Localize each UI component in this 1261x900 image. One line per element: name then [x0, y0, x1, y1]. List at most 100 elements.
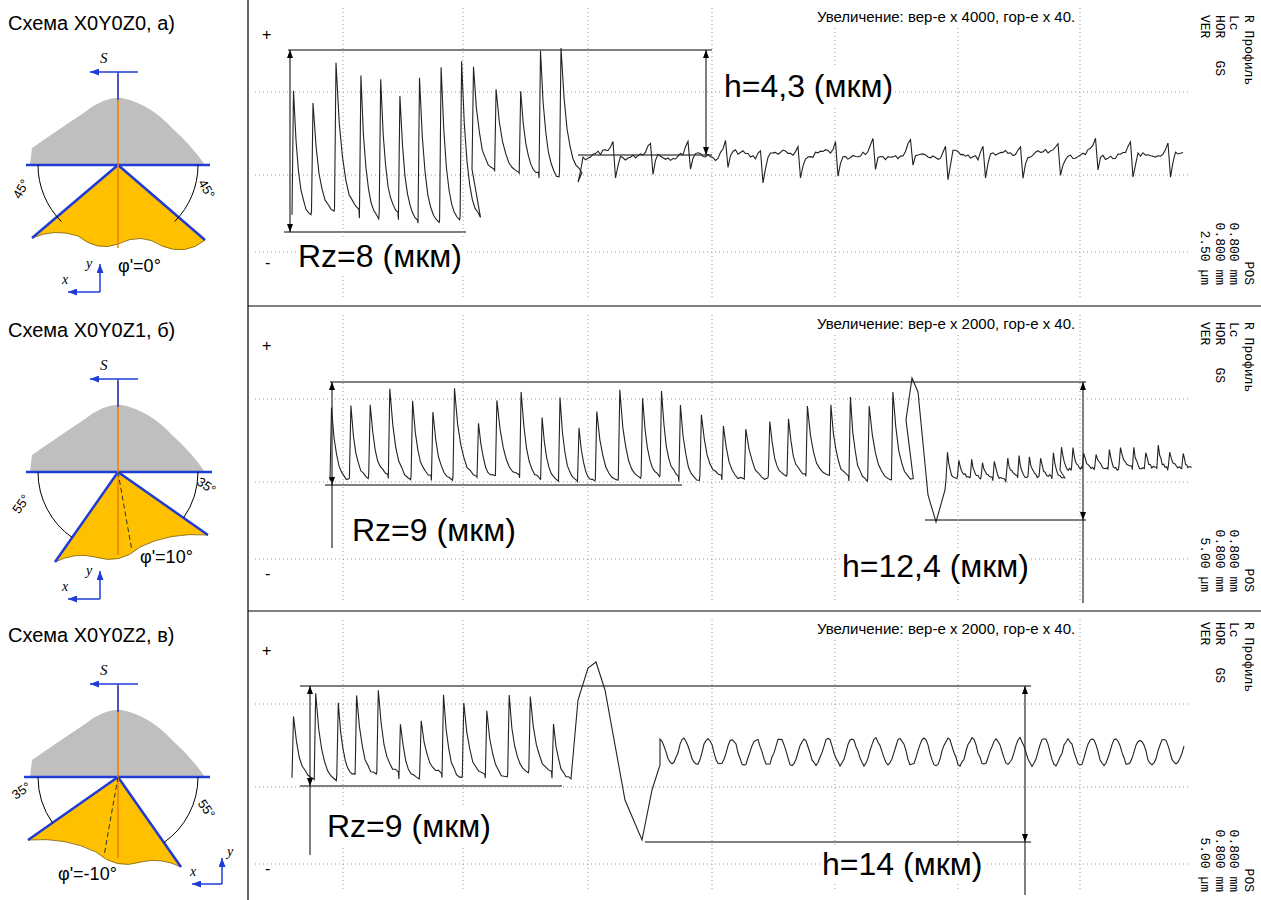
drawing-part	[26, 471, 212, 474]
settings-group: HORGS	[1212, 322, 1227, 383]
grid-line	[588, 8, 589, 298]
annotation-label: y	[86, 563, 92, 579]
drawing-part	[325, 485, 682, 486]
grid-line	[712, 8, 713, 298]
drawing-part	[68, 598, 100, 600]
drawing-part	[1025, 842, 1026, 895]
drawing-part	[99, 571, 101, 599]
magnification-note: Увеличение: вер-е x 4000, гор-е x 40.	[815, 8, 1077, 25]
settings-text: Lc	[1226, 15, 1241, 31]
annotation-label: φ'=-10°	[58, 864, 117, 885]
grid-line	[255, 399, 1188, 400]
annotation-label: -	[265, 254, 270, 272]
settings-text: Lc	[1226, 622, 1241, 638]
settings-group: POS	[1241, 869, 1256, 892]
drawing-part	[99, 264, 101, 292]
settings-text: VER	[1197, 622, 1212, 645]
drawing-part	[90, 71, 138, 73]
annotation-label: S	[100, 50, 108, 67]
annotation-label: -	[265, 565, 270, 583]
settings-text: R Профиль	[1241, 622, 1256, 692]
annotation-label: 55°	[10, 492, 34, 517]
settings-group: VER	[1197, 622, 1212, 645]
settings-group: Lc	[1226, 15, 1241, 31]
dimension-label: Rz=9 (мкм)	[350, 512, 518, 549]
drawing-part	[90, 683, 138, 685]
drawing-part	[117, 72, 119, 100]
annotation-label: 35°	[193, 475, 218, 499]
drawing-part	[310, 786, 311, 855]
grid-line	[343, 315, 344, 603]
instrument-settings: R ПрофильPOSLc0.800 mmHORGS0.800 mmVER5.…	[1197, 622, 1255, 892]
drawing-part	[38, 472, 72, 538]
grid-line	[343, 620, 344, 892]
grid-line	[255, 787, 1188, 788]
drawing-part	[192, 883, 222, 885]
settings-text: VER	[1197, 15, 1212, 38]
drawing-part	[117, 379, 119, 407]
settings-text: R Профиль	[1241, 15, 1256, 85]
annotation-label: Схема X0Y0Z0, а)	[8, 12, 175, 35]
drawing-part	[28, 777, 181, 867]
settings-text: GS	[1212, 60, 1227, 76]
grid-line	[463, 315, 464, 603]
settings-text: 0.800 mm	[1226, 830, 1241, 892]
annotation-label: y	[227, 844, 233, 860]
drawing-part	[90, 378, 138, 380]
settings-text: 0.800 mm	[1226, 530, 1241, 592]
drawing-part	[332, 382, 333, 485]
settings-group: 5.00 µm	[1197, 537, 1212, 592]
drawing-part	[184, 472, 199, 518]
settings-line: HORGS0.800 mm	[1212, 622, 1227, 892]
settings-line: Lc 0.800 mm	[1226, 15, 1241, 285]
settings-group: 0.800 mm	[1212, 830, 1227, 892]
settings-group: 0.800 mm	[1212, 223, 1227, 285]
annotation-label: 45°	[10, 177, 33, 202]
settings-group: POS	[1241, 262, 1256, 285]
drawing-part	[117, 381, 119, 555]
annotation-label: S	[100, 662, 108, 679]
dimension-label: h=4,3 (мкм)	[722, 68, 895, 105]
drawing-part	[175, 165, 198, 222]
settings-text: 0.800 mm	[1212, 830, 1227, 892]
panel-frame	[248, 0, 1261, 900]
settings-text: POS	[1241, 262, 1256, 285]
annotation-label: +	[262, 26, 271, 44]
drawing-part	[248, 610, 1261, 611]
settings-line: R ПрофильPOS	[1241, 15, 1256, 285]
profile-trace	[292, 48, 1183, 223]
annotation-label: x	[62, 272, 68, 288]
settings-text: POS	[1241, 569, 1256, 592]
drawing-part	[221, 858, 223, 884]
grid-line	[712, 315, 713, 603]
settings-text: 0.800 mm	[1226, 223, 1241, 285]
settings-group: R Профиль	[1241, 15, 1256, 85]
settings-group: VER	[1197, 15, 1212, 38]
drawing-part	[290, 50, 291, 232]
settings-group: Lc	[1226, 322, 1241, 338]
dimension-label: Rz=8 (мкм)	[296, 238, 464, 275]
drawing-part	[1083, 382, 1084, 520]
grid-line	[588, 620, 589, 892]
grid-line	[712, 620, 713, 892]
settings-text: POS	[1241, 869, 1256, 892]
settings-group: R Профиль	[1241, 622, 1256, 692]
grid-line	[958, 8, 959, 298]
grid-line	[588, 315, 589, 603]
annotation-label: 45°	[194, 177, 217, 202]
drawing-part	[28, 777, 181, 867]
annotation-label: Схема X0Y0Z2, в)	[8, 624, 174, 647]
profile-trace	[330, 378, 1192, 522]
drawing-part	[1025, 686, 1026, 842]
drawing-part	[284, 232, 466, 233]
settings-group: POS	[1241, 569, 1256, 592]
drawing-part	[330, 382, 1086, 383]
grid-line	[835, 315, 836, 603]
grid-line	[1080, 315, 1081, 603]
instrument-settings: R ПрофильPOSLc0.800 mmHORGS0.800 mmVER5.…	[1197, 322, 1255, 592]
grid-line	[255, 559, 1188, 560]
settings-group: 2.50 µm	[1197, 230, 1212, 285]
settings-group: VER	[1197, 322, 1212, 345]
